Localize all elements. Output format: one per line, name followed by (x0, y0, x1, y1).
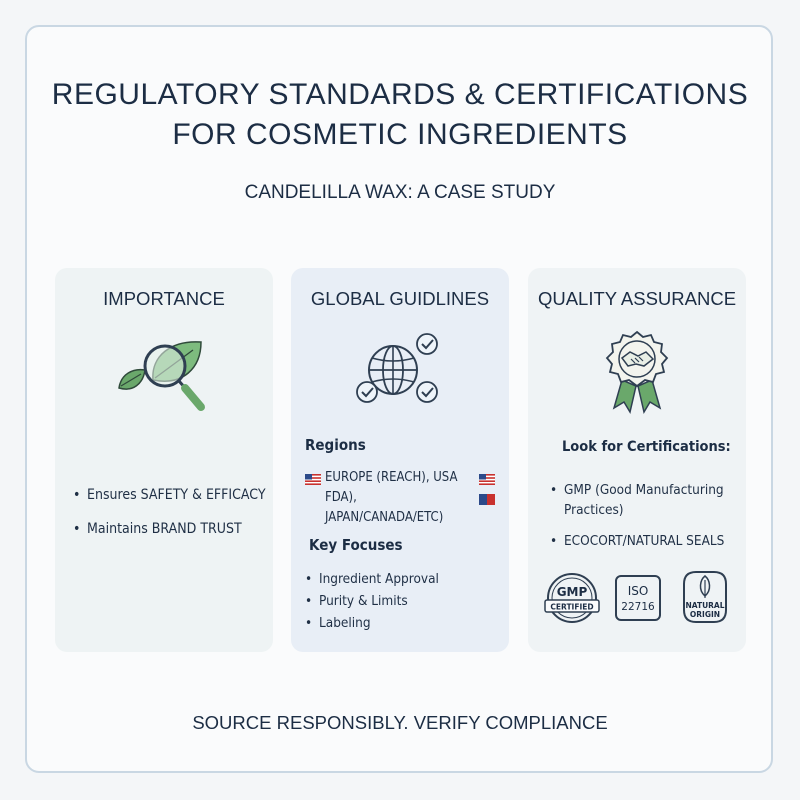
importance-bullets: Ensures SAFETY & EFFICACY Maintains BRAN… (73, 478, 266, 546)
subtitle: CANDELILLA WAX: A CASE STUDY (244, 182, 556, 203)
gmp-badge-subtext: CERTIFIED (550, 603, 593, 612)
iso-badge: ISO 22716 (615, 575, 661, 621)
list-item: GMP (Good Manufacturing Practices) (550, 480, 740, 520)
list-item: Labeling (305, 612, 439, 634)
list-item: Ensures SAFETY & EFFICACY (73, 478, 266, 512)
key-focuses-label: Key Focuses (309, 536, 403, 554)
magnifier-leaf-icon (118, 341, 205, 411)
gmp-badge-text: GMP (557, 585, 588, 599)
flag-icon (479, 494, 495, 505)
us-flag-icon (479, 474, 495, 485)
regions-line-2: FDA), JAPAN/CANADA/ETC) (325, 490, 444, 525)
regions-text: EUROPE (REACH), USA FDA), JAPAN/CANADA/E… (325, 468, 475, 528)
importance-card: IMPORTANCE Ensures SAFETY & EFFICACY Mai… (55, 268, 273, 652)
global-guidelines-card: GLOBAL GUIDLINES Regions EUROPE (REACH),… (291, 268, 509, 652)
certification-bullets: GMP (Good Manufacturing Practices) ECOCO… (550, 480, 740, 562)
title-line-1: REGULATORY STANDARDS & CERTIFICATIONS (51, 78, 749, 111)
certifications-label: Look for Certifications: (562, 439, 731, 455)
globe-checkmarks-icon (356, 333, 438, 403)
importance-title: IMPORTANCE (103, 288, 225, 309)
footer-tagline: SOURCE RESPONSIBLY. VERIFY COMPLIANCE (192, 712, 608, 733)
list-item: Purity & Limits (305, 590, 439, 612)
handshake-rosette-icon (605, 330, 669, 414)
title-line-2: FOR COSMETIC INGREDIENTS (172, 118, 628, 151)
quality-assurance-title: QUALITY ASSURANCE (537, 288, 737, 309)
list-item: Ingredient Approval (305, 568, 439, 590)
iso-badge-text: ISO (628, 584, 649, 598)
regions-label: Regions (305, 436, 366, 454)
gmp-certified-badge: GMP CERTIFIED (544, 573, 600, 623)
list-item: ECOCORT/NATURAL SEALS (550, 531, 740, 551)
us-flag-icon (305, 474, 321, 485)
regions-line-1: EUROPE (REACH), USA (325, 470, 458, 485)
natural-badge-subtext: ORIGIN (690, 610, 720, 619)
global-guidelines-title: GLOBAL GUIDLINES (310, 288, 490, 309)
natural-origin-badge: NATURAL ORIGIN (683, 571, 727, 623)
key-focuses-bullets: Ingredient Approval Purity & Limits Labe… (305, 568, 439, 634)
natural-badge-text: NATURAL (685, 601, 724, 610)
quality-assurance-card: QUALITY ASSURANCE Look for Certification… (528, 268, 746, 652)
iso-badge-number: 22716 (621, 601, 655, 613)
list-item: Maintains BRAND TRUST (73, 512, 266, 546)
page-title: REGULATORY STANDARDS & CERTIFICATIONS FO… (0, 75, 800, 155)
